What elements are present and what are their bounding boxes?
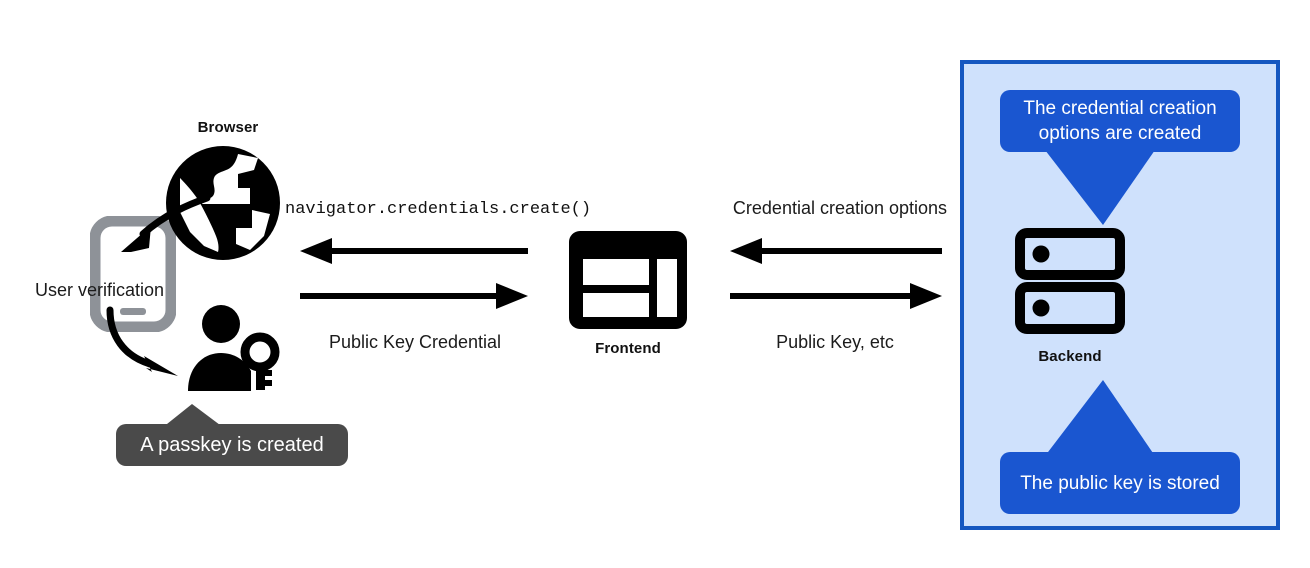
user-verification-label: User verification xyxy=(35,280,165,300)
dashboard-layout-icon xyxy=(569,231,687,329)
browser-label: Browser xyxy=(197,119,259,136)
arrow-label-public-key-credential: Public Key Credential xyxy=(328,332,502,352)
arrow-backend-right xyxy=(730,283,942,309)
arrow-label-credential-creation-options: Credential creation options xyxy=(732,198,948,218)
person-with-key-icon xyxy=(188,305,280,391)
smartphone-icon xyxy=(90,216,176,332)
arrow-backend-left xyxy=(730,238,942,264)
backend-top-callout-text: The credential creation options are crea… xyxy=(1023,98,1217,144)
globe-icon xyxy=(166,146,280,260)
arrow-browser-right xyxy=(300,283,528,309)
arrow-label-navigator-create: navigator.credentials.create() xyxy=(285,200,592,219)
top-callout-pointer-icon xyxy=(1045,150,1155,225)
bottom-callout-pointer-icon xyxy=(1045,380,1155,456)
server-rack-icon xyxy=(1015,228,1125,334)
globe-to-phone-arrow-icon xyxy=(121,194,211,252)
passkey-tooltip-pointer-icon xyxy=(162,404,224,428)
backend-bottom-callout-text: The public key is stored xyxy=(1020,472,1220,494)
backend-top-callout: The credential creation options are crea… xyxy=(1000,90,1240,152)
phone-to-user-arrow-icon xyxy=(106,306,178,376)
arrow-browser-left xyxy=(300,238,528,264)
passkey-tooltip-text: A passkey is created xyxy=(140,433,324,456)
arrow-label-public-key-etc: Public Key, etc xyxy=(776,332,894,352)
backend-bottom-callout: The public key is stored xyxy=(1000,452,1240,514)
passkey-tooltip: A passkey is created xyxy=(116,424,348,466)
frontend-label: Frontend xyxy=(595,340,661,357)
backend-label: Backend xyxy=(1038,348,1102,365)
